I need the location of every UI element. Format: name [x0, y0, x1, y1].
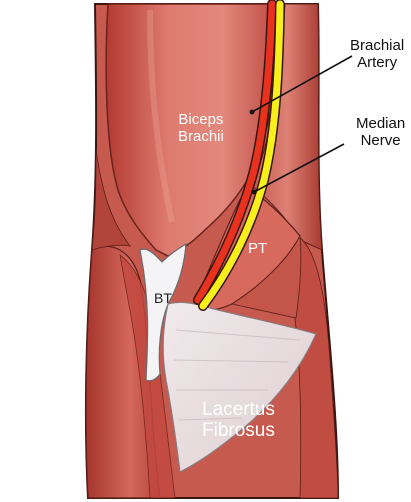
median-nerve-label: Median Nerve: [356, 116, 405, 149]
lacertus-fibrosus-label-line2: Fibrosus: [202, 421, 275, 442]
brachial-artery-label-line2: Artery: [350, 55, 404, 72]
brachial-artery-label: Brachial Artery: [350, 38, 404, 71]
lacertus-fibrosus-label: Lacertus Fibrosus: [202, 400, 275, 442]
artery-callout-dot: [250, 110, 255, 115]
median-nerve-label-line2: Nerve: [356, 133, 405, 150]
nerve-callout-dot: [252, 190, 257, 195]
biceps-brachii-label: Biceps Brachii: [178, 112, 224, 145]
pronator-teres-label: PT: [248, 241, 267, 258]
median-nerve-label-line1: Median: [356, 116, 405, 133]
lacertus-fibrosus-label-line1: Lacertus: [202, 400, 275, 421]
biceps-brachii-label-line1: Biceps: [178, 112, 224, 129]
biceps-brachii-label-line2: Brachii: [178, 129, 224, 146]
brachial-artery-label-line1: Brachial: [350, 38, 404, 55]
biceps-tendon-label: BT: [154, 291, 172, 306]
